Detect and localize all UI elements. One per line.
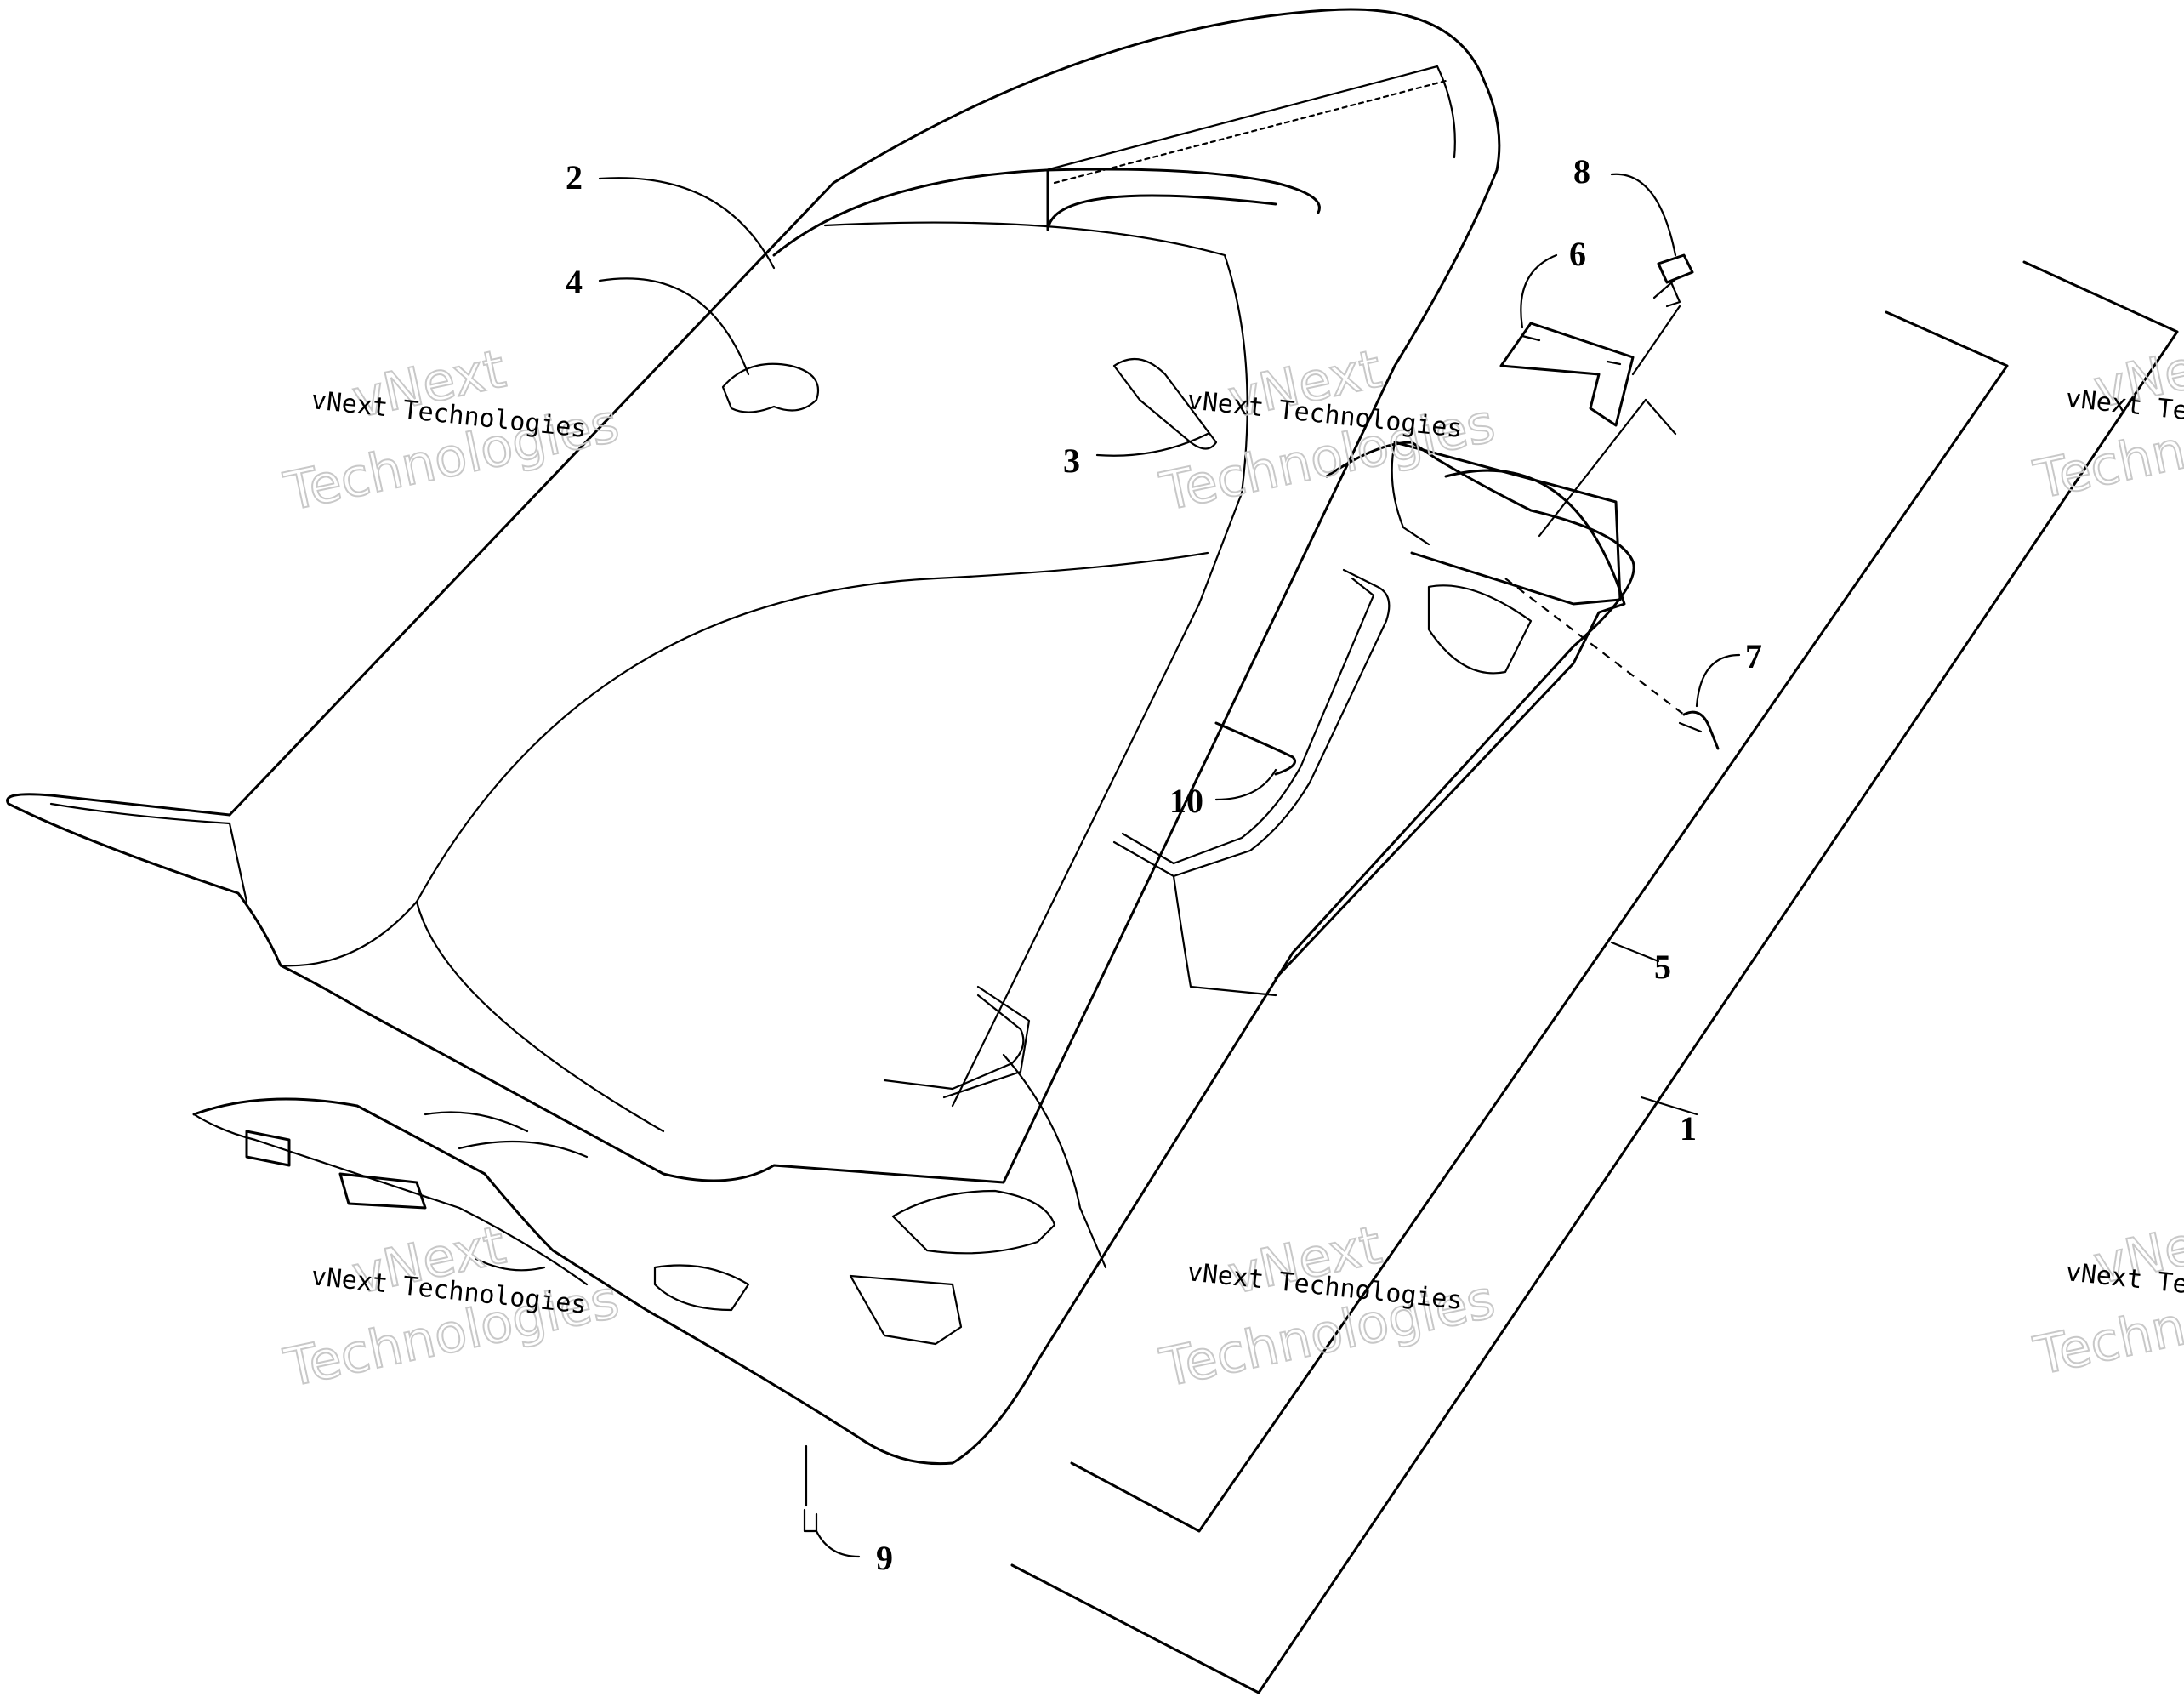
clip-part-9 xyxy=(803,1508,818,1533)
callout-3: 3 xyxy=(1063,441,1080,480)
callout-7: 7 xyxy=(1745,637,1762,675)
callout-5: 5 xyxy=(1654,948,1671,986)
callout-2: 2 xyxy=(566,158,583,196)
bracket-part-6 xyxy=(1499,322,1635,427)
callout-10: 10 xyxy=(1169,782,1203,820)
foam-pad-part-4 xyxy=(721,362,820,413)
strap-part-3 xyxy=(1112,357,1218,450)
callout-4: 4 xyxy=(566,263,583,301)
callout-1: 1 xyxy=(1680,1109,1697,1147)
pin-part-7 xyxy=(1678,710,1720,750)
wire-part-10 xyxy=(1214,721,1296,776)
callout-8: 8 xyxy=(1573,152,1590,191)
leader-lines xyxy=(598,173,1741,1558)
bolt-part-8 xyxy=(1652,253,1694,308)
callout-6: 6 xyxy=(1569,235,1586,273)
callout-9: 9 xyxy=(876,1539,893,1577)
seat-cover xyxy=(6,8,1501,1184)
assembly-brackets xyxy=(1010,260,2179,1694)
seat-base xyxy=(192,441,1635,1466)
